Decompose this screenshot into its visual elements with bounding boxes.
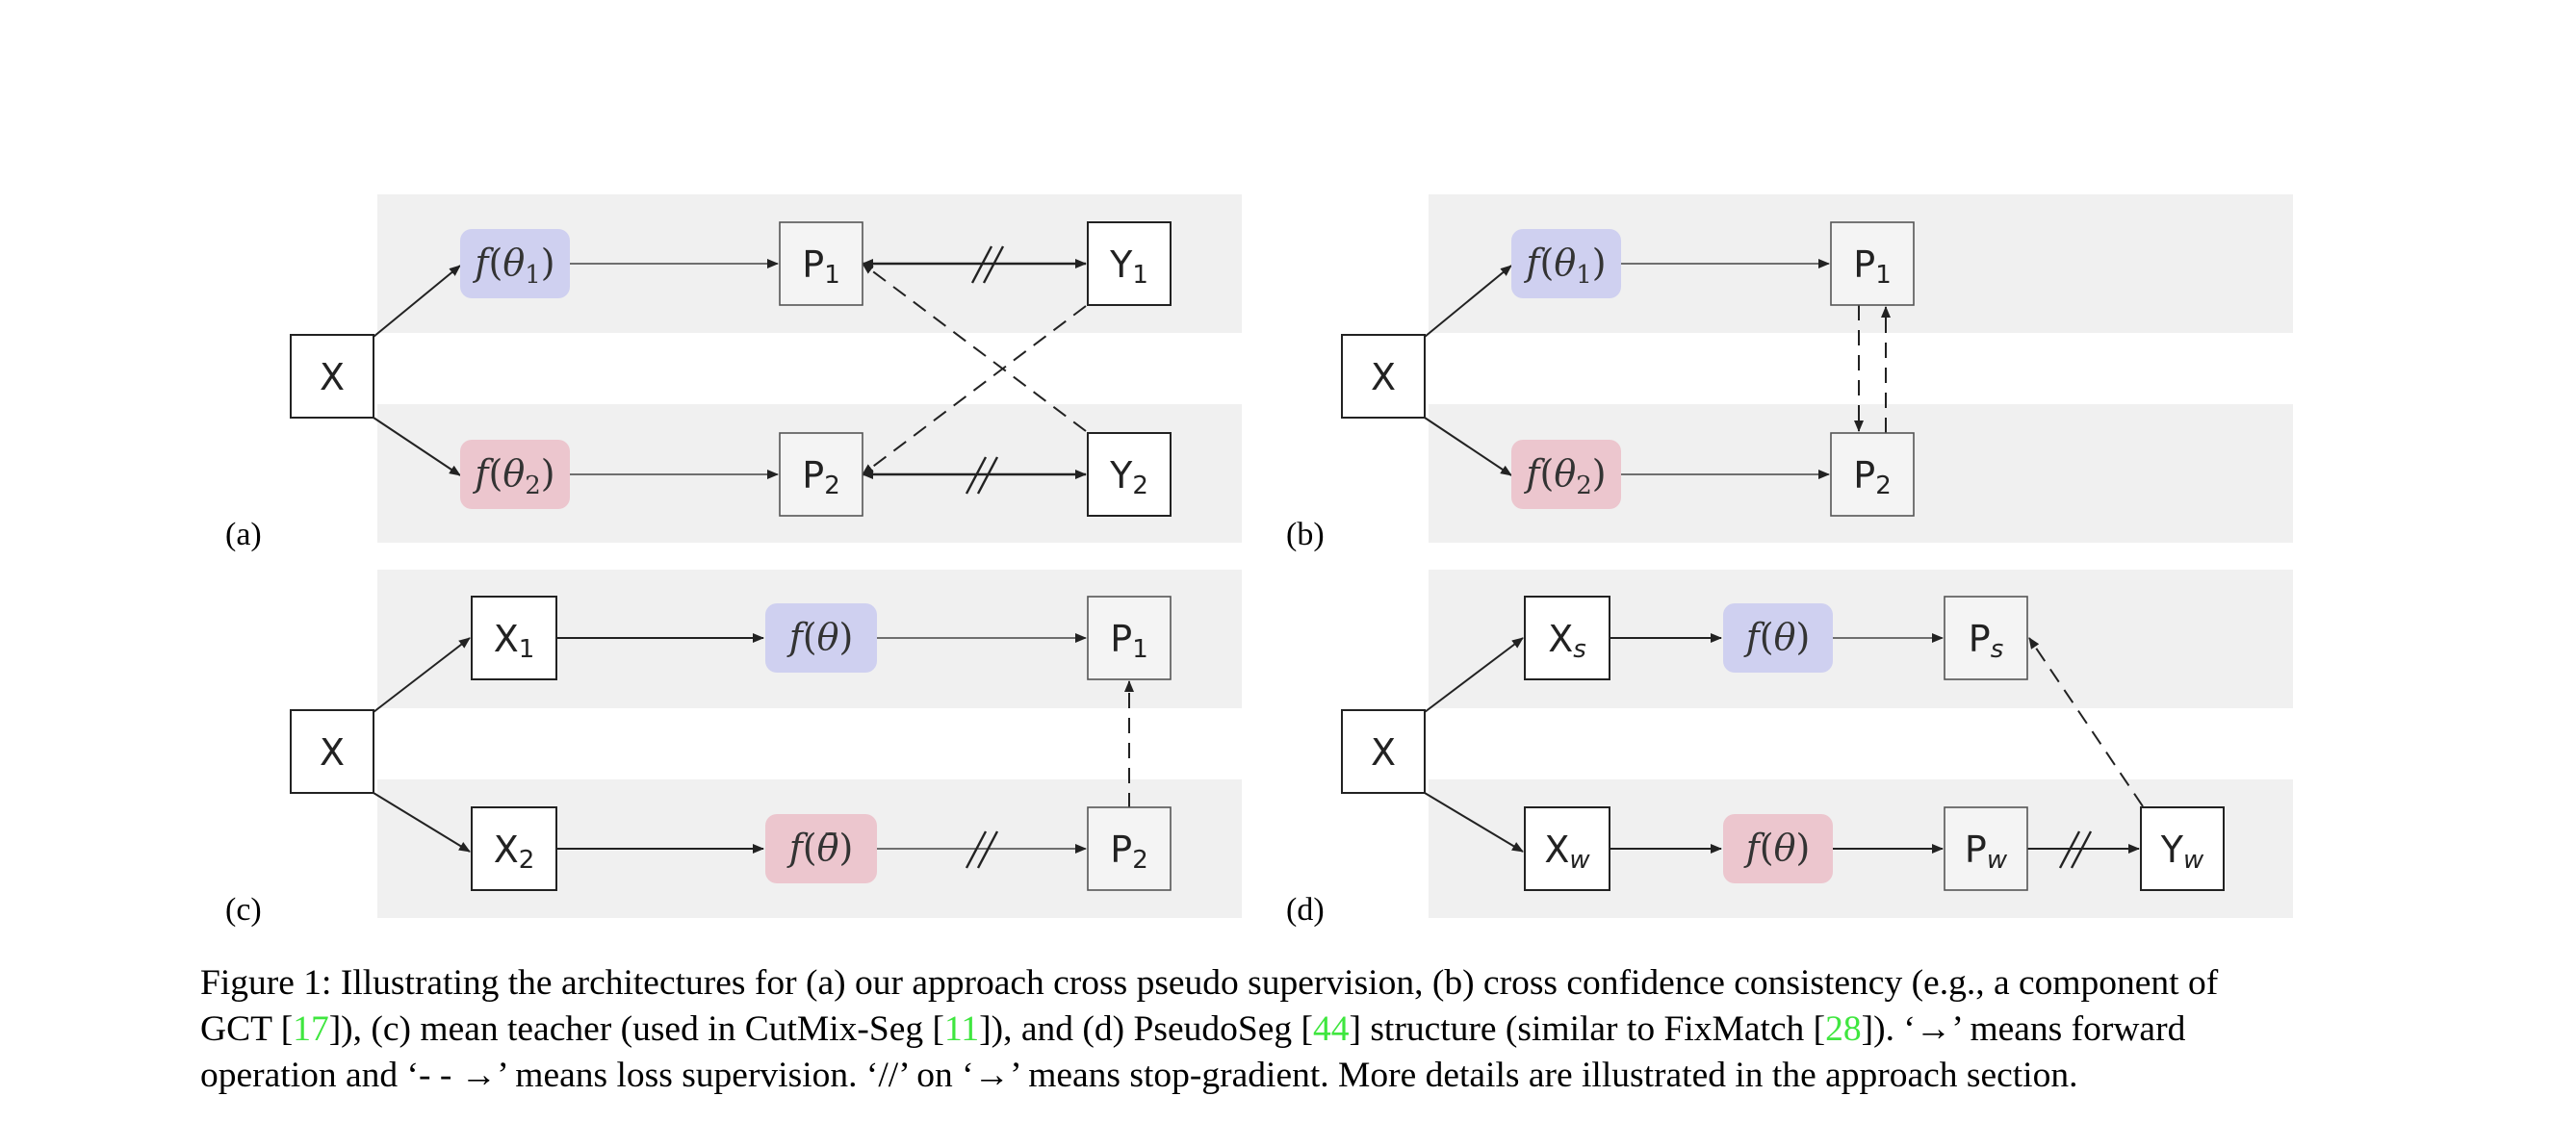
edge-c-x-x1	[373, 637, 471, 713]
node-d-f-top-label: f(θ)	[1743, 616, 1811, 658]
node-c-fbar-label: f(θ̄)	[786, 827, 854, 869]
panel-c: X X1 X2 f(θ) f(θ̄) P1 P2 (c)	[225, 570, 1242, 928]
node-a-f1-label: f(θ1)	[472, 242, 554, 290]
node-c-p1-label: P1	[1110, 618, 1147, 664]
node-d-xw: Xw	[1524, 806, 1610, 891]
node-b-f2-label: f(θ2)	[1523, 452, 1606, 500]
figure-caption: Figure 1: Illustrating the architectures…	[200, 960, 2376, 1099]
edge-d-yw-ps-dashed	[2028, 637, 2144, 807]
node-d-ps-label: Ps	[1969, 618, 2003, 664]
node-b-f2: f(θ2)	[1511, 440, 1621, 509]
stop-gradient-d	[2058, 830, 2093, 869]
edge-a-y1-p2-dashed	[862, 305, 1087, 475]
node-a-p1-label: P1	[802, 243, 839, 290]
citation-link[interactable]: 44	[1312, 1009, 1350, 1049]
node-a-x-label: X	[320, 356, 345, 398]
node-d-pw: Pw	[1944, 806, 2028, 891]
node-c-x2-label: X2	[494, 829, 535, 875]
panel-c-label: (c)	[225, 892, 262, 928]
node-d-yw-label: Yw	[2160, 829, 2204, 875]
node-c-x-label: X	[320, 731, 345, 774]
node-c-p2-label: P2	[1110, 829, 1147, 875]
node-d-x-label: X	[1371, 731, 1396, 774]
node-c-p1: P1	[1087, 596, 1172, 680]
node-d-yw: Yw	[2140, 806, 2225, 891]
edge-a-x-f1	[373, 265, 461, 338]
node-b-x: X	[1341, 334, 1426, 419]
node-a-y2: Y2	[1087, 432, 1172, 517]
panel-b-label: (b)	[1286, 517, 1325, 552]
node-a-p2-label: P2	[802, 454, 839, 500]
caption-line-1: Figure 1: Illustrating the architectures…	[200, 963, 2219, 1003]
node-b-p1: P1	[1830, 221, 1915, 306]
node-c-x1: X1	[471, 596, 557, 680]
edge-b-x-f1	[1424, 265, 1512, 338]
panel-a: X f(θ1) f(θ2) P1 P2 Y1 Y2 (a)	[225, 194, 1242, 552]
citation-link[interactable]: 17	[293, 1009, 329, 1049]
node-a-f2: f(θ2)	[460, 440, 570, 509]
stop-gradient-a-bottom	[965, 456, 999, 495]
node-c-x1-label: X1	[494, 618, 535, 664]
node-c-f-label: f(θ)	[786, 616, 854, 658]
citation-link[interactable]: 28	[1825, 1009, 1862, 1049]
node-d-f-top: f(θ)	[1723, 603, 1833, 673]
edge-d-x-xw	[1424, 792, 1524, 853]
caption-line-2: GCT [17]), (c) mean teacher (used in Cut…	[200, 1009, 2186, 1049]
edge-a-y2-p1-dashed	[862, 263, 1087, 432]
panel-d-label: (d)	[1286, 892, 1325, 928]
panel-b: X f(θ1) f(θ2) P1 P2 (b)	[1286, 194, 2293, 552]
node-d-f-bottom: f(θ)	[1723, 814, 1833, 883]
node-c-x: X	[290, 709, 374, 794]
node-d-ps: Ps	[1944, 596, 2028, 680]
node-a-p2: P2	[779, 432, 863, 517]
citation-link[interactable]: 11	[944, 1009, 980, 1049]
edge-a-x-f2	[373, 417, 461, 476]
node-a-y2-label: Y2	[1109, 454, 1148, 500]
node-a-x: X	[290, 334, 374, 419]
node-a-f1: f(θ1)	[460, 229, 570, 298]
node-a-y1: Y1	[1087, 221, 1172, 306]
node-d-f-bottom-label: f(θ)	[1743, 827, 1811, 869]
node-b-f1: f(θ1)	[1511, 229, 1621, 298]
panel-d: X Xs Xw f(θ) f(θ) Ps Pw Yw (d)	[1286, 570, 2293, 928]
caption-line-3: operation and ‘- - →’ means loss supervi…	[200, 1056, 2078, 1095]
node-c-fbar: f(θ̄)	[765, 814, 877, 883]
node-d-pw-label: Pw	[1965, 829, 2008, 875]
node-b-p2: P2	[1830, 432, 1915, 517]
node-a-f2-label: f(θ2)	[472, 452, 554, 500]
node-c-p2: P2	[1087, 806, 1172, 891]
stop-gradient-c	[965, 830, 999, 869]
node-d-xw-label: Xw	[1544, 829, 1590, 875]
node-d-xs-label: Xs	[1548, 618, 1586, 664]
stop-gradient-a-top	[970, 245, 1005, 284]
node-b-p1-label: P1	[1853, 243, 1891, 290]
node-d-x: X	[1341, 709, 1426, 794]
panel-a-label: (a)	[225, 517, 262, 552]
node-a-p1: P1	[779, 221, 863, 306]
node-b-p2-label: P2	[1853, 454, 1891, 500]
node-c-f: f(θ)	[765, 603, 877, 673]
node-a-y1-label: Y1	[1109, 243, 1148, 290]
node-d-xs: Xs	[1524, 596, 1610, 680]
node-c-x2: X2	[471, 806, 557, 891]
node-b-x-label: X	[1371, 356, 1396, 398]
edge-d-x-xs	[1424, 637, 1524, 713]
edge-c-x-x2	[373, 792, 471, 853]
edge-b-x-f2	[1424, 417, 1512, 476]
node-b-f1-label: f(θ1)	[1523, 242, 1606, 290]
